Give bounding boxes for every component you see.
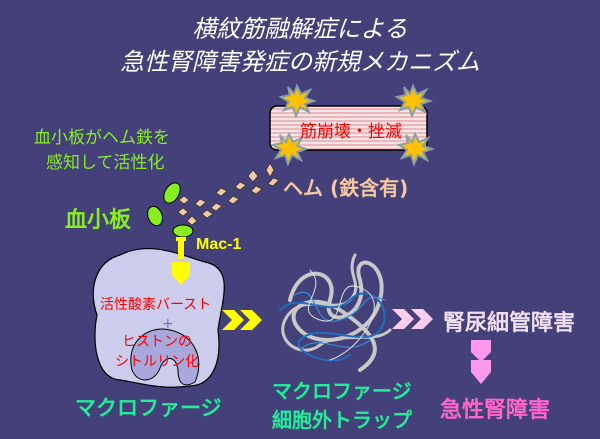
- histone-label-2: シトルリン化: [115, 354, 199, 370]
- platelet-note-line-1: 血小板がヘム鉄を: [34, 128, 170, 148]
- platelet-label: 血小板: [65, 208, 132, 233]
- mac1-label: Mac-1: [196, 236, 242, 253]
- net-label-2: 細胞外トラップ: [272, 408, 412, 432]
- plus-sign: +: [162, 316, 174, 332]
- heme-particles: [177, 162, 280, 226]
- mac1-receptor: [172, 237, 190, 285]
- burst-icon: [270, 83, 436, 167]
- macrophage-label: マクロファージ: [75, 396, 222, 420]
- nucleus: [130, 328, 200, 386]
- platelet-note-line-2: 感知して活性化: [46, 153, 165, 173]
- net-tangle: [279, 253, 392, 372]
- net-label-1: マクロファージ: [272, 379, 412, 403]
- heme-label: ヘム (鉄含有): [283, 176, 409, 200]
- muscle-box: [269, 105, 428, 151]
- histone-label-1: ヒストンの: [122, 334, 192, 350]
- muscle-damage-label: 筋崩壊・挫滅: [300, 122, 402, 142]
- aki-label: 急性腎障害: [440, 398, 551, 423]
- chevrons-yellow: [222, 310, 262, 330]
- chevrons-down-pink: [471, 340, 491, 384]
- tubular-injury-label: 腎尿細管障害: [443, 311, 576, 336]
- platelet-shapes: [147, 182, 194, 238]
- chevrons-pink: [392, 309, 433, 329]
- title-line-2: 急性腎障害発症の新規メカニズム: [120, 48, 480, 76]
- ros-burst-label: 活性酸素バースト: [100, 297, 212, 313]
- title-line-1: 横紋筋融解症による: [192, 15, 408, 43]
